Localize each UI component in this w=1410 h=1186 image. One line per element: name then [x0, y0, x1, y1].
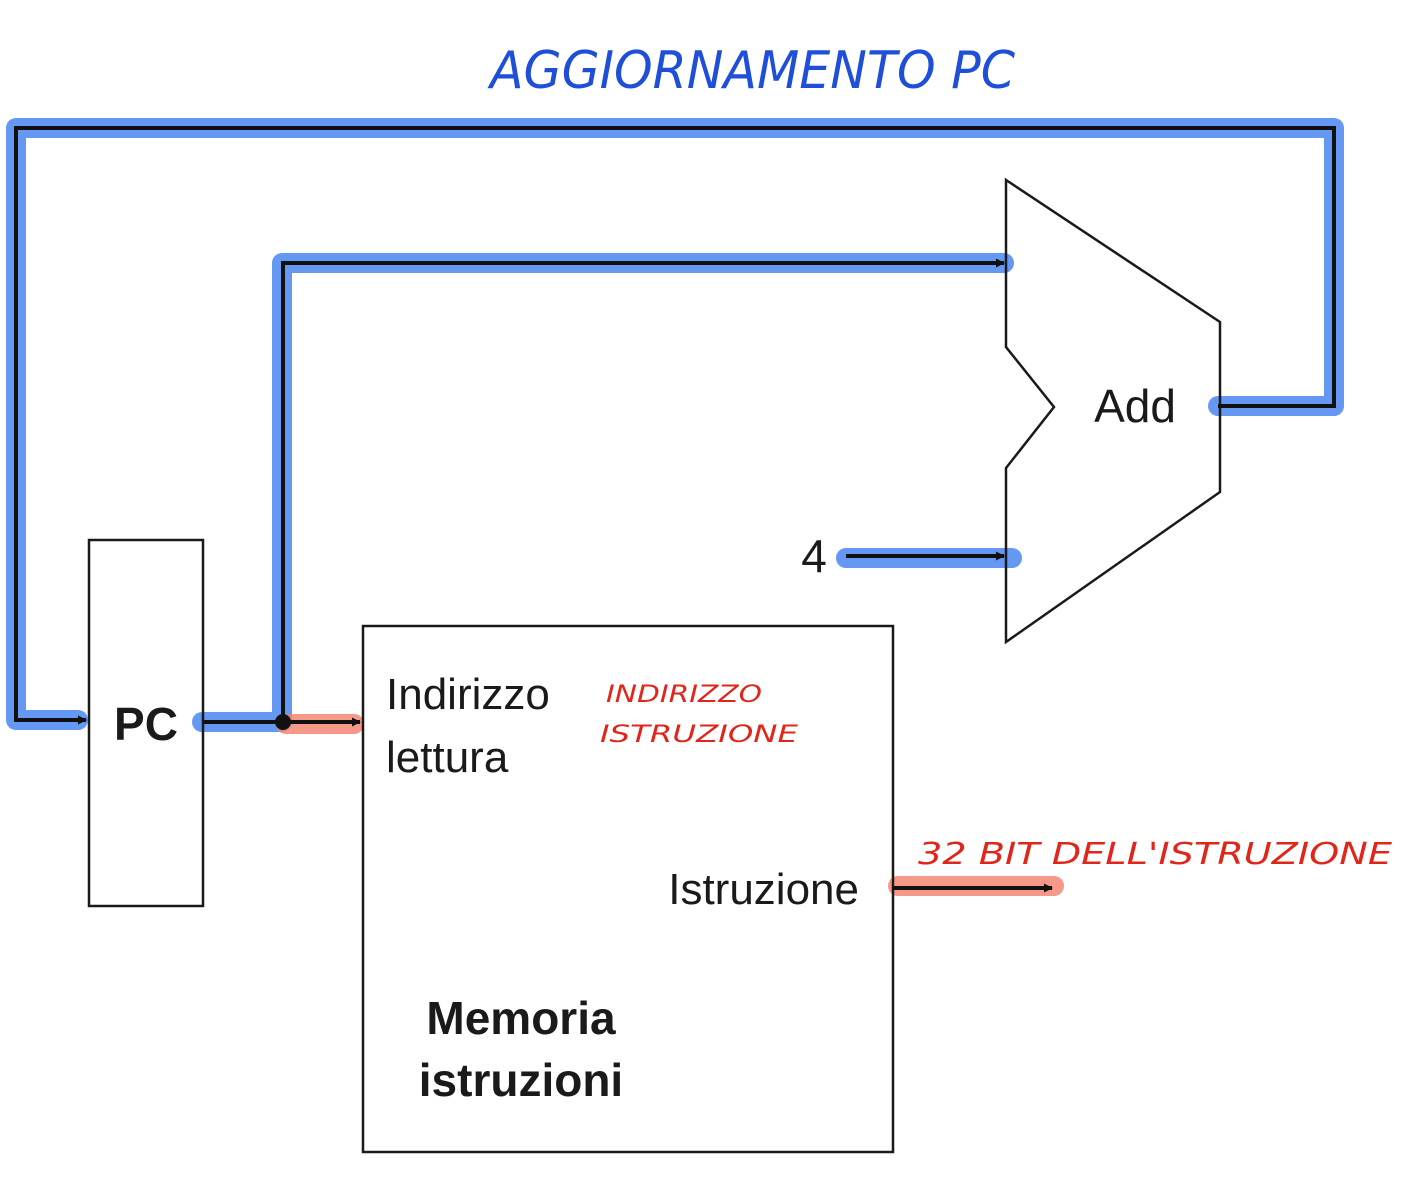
pc-to-adder-highlight: [192, 253, 1014, 732]
address-annotation-2: ISTRUZIONE: [600, 720, 799, 748]
adder-alu: [1004, 177, 1222, 645]
pc-to-adder-wire: [281, 258, 1005, 722]
constant-label: 4: [801, 530, 827, 582]
memory-input-label-2: lettura: [386, 733, 509, 782]
pc-label: PC: [114, 698, 178, 750]
feedback-wire: [14, 126, 1336, 725]
memory-input-label-1: Indirizzo: [386, 670, 550, 719]
memory-title-1: Memoria: [426, 992, 616, 1044]
adder-label: Add: [1094, 380, 1176, 432]
pc-update-annotation: AGGIORNAMENTO PC: [487, 41, 1015, 101]
output-annotation: 32 BIT DELL'ISTRUZIONE: [918, 837, 1392, 872]
memory-output-label: Istruzione: [668, 865, 859, 914]
address-annotation-1: INDIRIZZO: [606, 680, 762, 708]
memory-title-2: istruzioni: [419, 1054, 623, 1106]
wires: [14, 126, 1336, 893]
junction-dot: [275, 714, 291, 730]
